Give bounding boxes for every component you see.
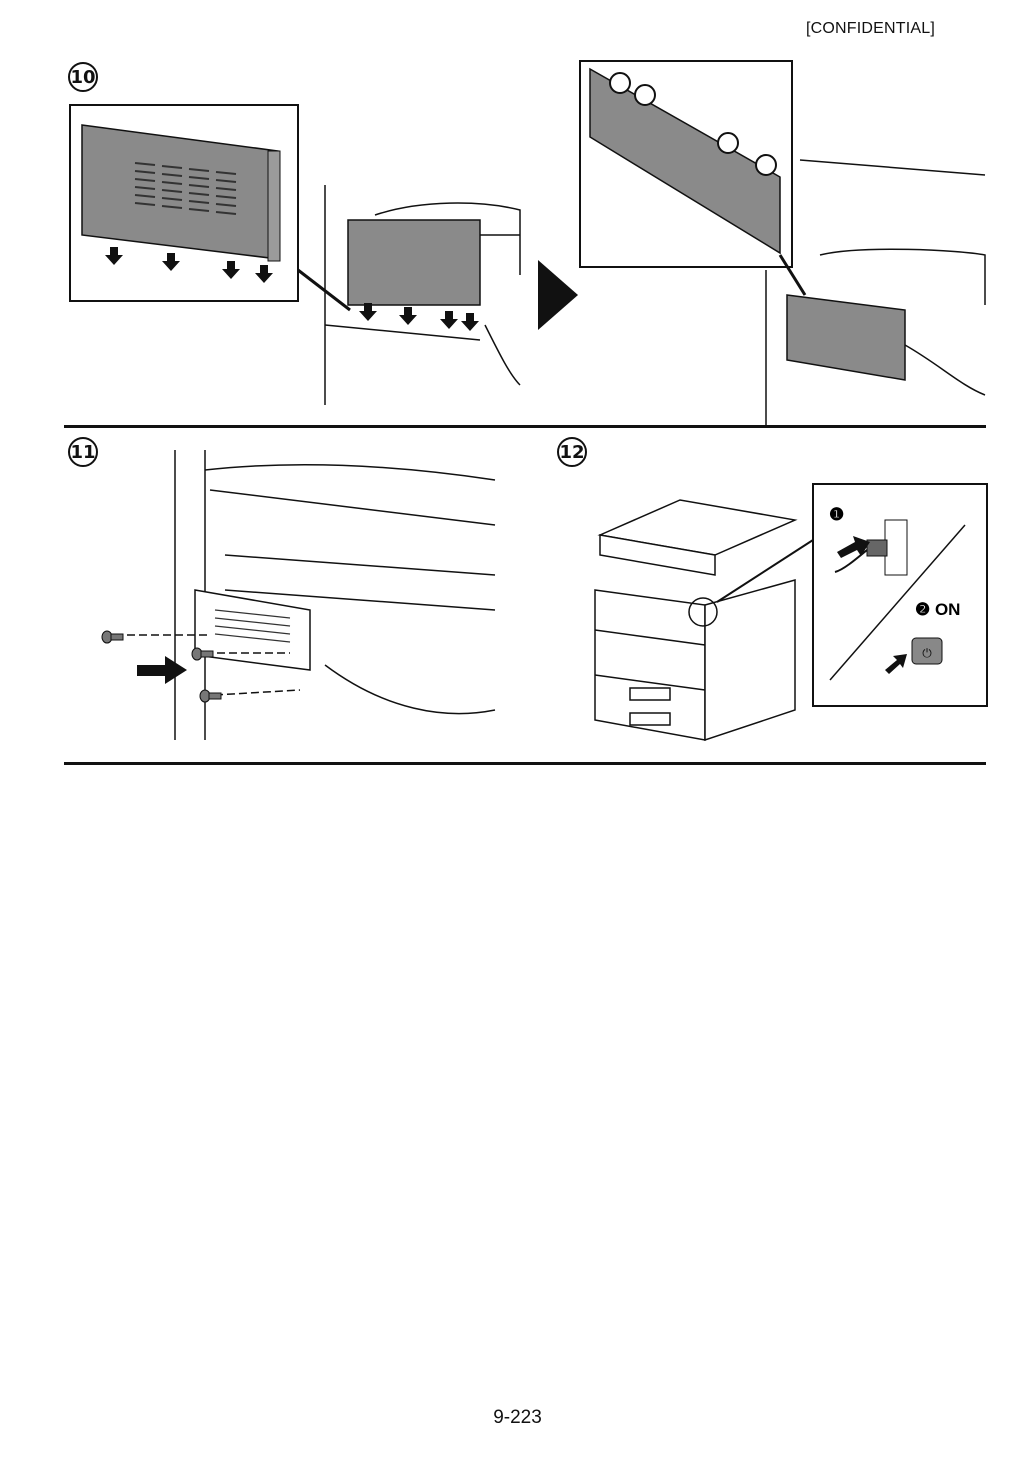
section-divider-bottom: [64, 762, 986, 765]
step-12-illustration: ❶ ❷ ON ⏻: [594, 483, 988, 742]
power-callout-box: [812, 483, 988, 707]
callout-2-label: ❷ ON: [915, 600, 960, 619]
insert-arrow: [137, 656, 187, 684]
page-number: 9-223: [493, 1407, 542, 1428]
step-number-12: 12: [557, 437, 587, 467]
printer-overview: [594, 499, 798, 742]
machine-side-view: [324, 185, 521, 405]
screw-icon: [101, 630, 222, 703]
section-divider-top: [64, 425, 986, 428]
step-number-11: 11: [68, 437, 98, 467]
step-number-10: 10: [68, 62, 98, 92]
confidential-label: [CONFIDENTIAL]: [805, 20, 935, 37]
panel-attach-inset: [579, 60, 793, 268]
callout-1-label: ❶: [829, 505, 844, 524]
power-icon: ⏻: [922, 646, 932, 660]
step-11-illustration: [101, 450, 496, 740]
panel-removal-inset: [69, 104, 299, 302]
machine-attached-view: [765, 159, 986, 425]
step-10-illustration: [69, 60, 986, 425]
